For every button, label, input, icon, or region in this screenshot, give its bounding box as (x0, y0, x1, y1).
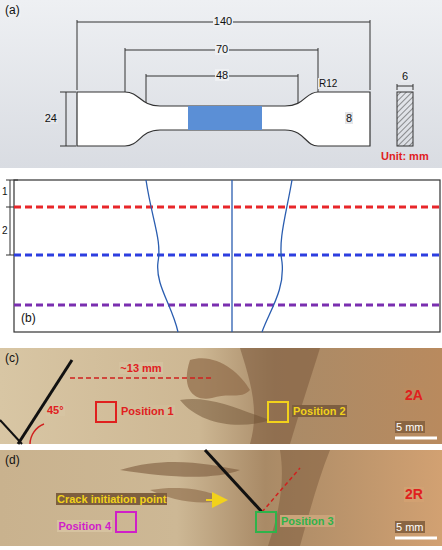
position-label: Position 3 (280, 515, 335, 527)
panel-label: (d) (4, 454, 21, 467)
distance-label: ~13 mm (119, 362, 162, 374)
unit-note: Unit: mm (380, 150, 430, 162)
position-label: Position 2 (292, 405, 347, 417)
dimension: 6 (401, 70, 409, 82)
dimension: 48 (215, 69, 229, 81)
dimension: 8 (345, 112, 353, 124)
dimension: 1 (1, 186, 9, 197)
specimen-id: 2R (404, 487, 424, 502)
radius-dimension: R12 (318, 78, 338, 89)
panel-label: (c) (4, 352, 20, 365)
specimen-id: 2A (404, 388, 424, 403)
position-label: Position 4 (57, 520, 112, 532)
panel-label: (b) (20, 312, 37, 325)
dimension: 24 (44, 112, 58, 124)
scale-bar-label: 5 mm (395, 521, 425, 533)
dimension: 70 (215, 43, 229, 55)
panel-label: (a) (4, 4, 21, 17)
dimension: 2 (1, 225, 9, 236)
callout-label: Crack initiation point (56, 493, 167, 505)
angle-label: 45° (46, 404, 65, 416)
position-label: Position 1 (120, 405, 175, 417)
dimension: 140 (213, 15, 233, 27)
scale-bar-label: 5 mm (395, 421, 425, 433)
